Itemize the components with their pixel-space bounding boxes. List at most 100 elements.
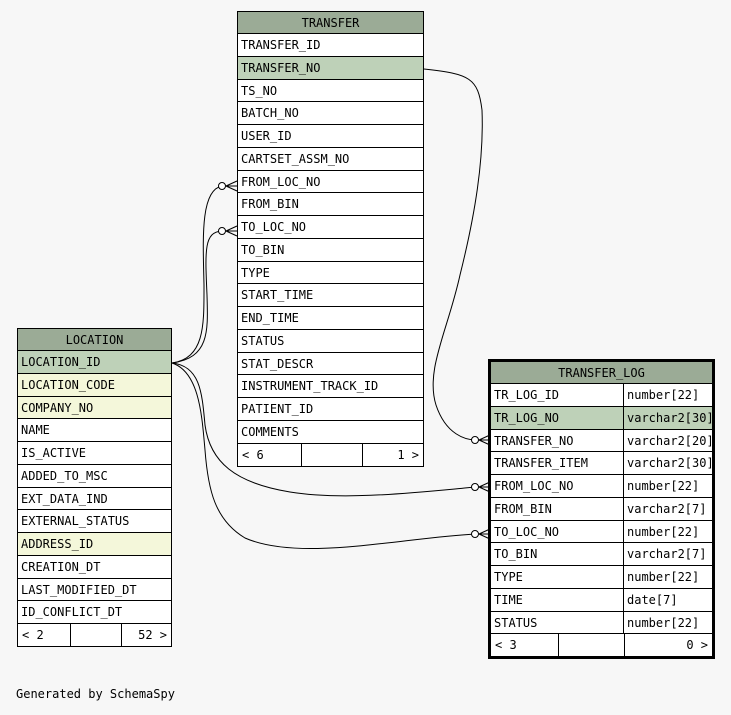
relationship-endpoint [471, 483, 479, 491]
column-name: TRANSFER_NO [241, 60, 321, 75]
column-row[interactable]: NAME [18, 419, 171, 442]
column-name: FROM_BIN [241, 197, 299, 212]
column-name: STATUS [494, 615, 538, 630]
column-name: TYPE [241, 265, 270, 280]
column-type: number[22] [623, 566, 712, 588]
column-row[interactable]: TO_LOC_NO number[22] [491, 520, 712, 544]
column-type: number[22] [623, 520, 712, 543]
relationship-line-from-loc-transfer [171, 185, 223, 364]
column-name: LOCATION_ID [21, 355, 101, 369]
column-row[interactable]: CREATION_DT [18, 556, 171, 579]
column-row[interactable]: ADDED_TO_MSC [18, 465, 171, 488]
column-name: NAME [21, 423, 50, 438]
column-row[interactable]: EXTERNAL_STATUS [18, 510, 171, 533]
column-row[interactable]: COMMENTS [238, 421, 423, 444]
column-name: PATIENT_ID [241, 402, 314, 416]
column-row[interactable]: EXT_DATA_IND [18, 488, 171, 511]
relationship-line-transfer-no [423, 68, 483, 441]
column-row[interactable]: TRANSFER_ITEM varchar2[30] [491, 452, 712, 475]
table-header[interactable]: TRANSFER_LOG [491, 362, 712, 384]
column-row[interactable]: FROM_BIN [238, 193, 423, 216]
column-name: TO_BIN [241, 242, 285, 257]
table-header[interactable]: LOCATION [18, 329, 171, 351]
column-row[interactable]: FROM_LOC_NO [238, 171, 423, 194]
column-name: STATUS [241, 333, 285, 348]
table-footer: < 3 0 > [491, 634, 712, 657]
column-row[interactable]: INSTRUMENT_TRACK_ID [238, 375, 423, 398]
column-row[interactable]: TS_NO [238, 80, 423, 103]
crowfoot-marker [225, 180, 238, 192]
column-name: EXT_DATA_IND [21, 491, 108, 506]
column-row[interactable]: TYPE [238, 262, 423, 285]
column-name: TO_LOC_NO [494, 524, 560, 539]
column-row[interactable]: STATUS [238, 330, 423, 353]
column-row[interactable]: ID_CONFLICT_DT [18, 601, 171, 624]
column-row[interactable]: TYPE number[22] [491, 566, 712, 589]
parent-count[interactable]: < 2 [22, 628, 44, 642]
parent-count[interactable]: < 3 [495, 638, 517, 653]
column-name: TR_LOG_ID [494, 388, 560, 402]
column-name: ID_CONFLICT_DT [21, 605, 123, 620]
column-row[interactable]: STAT_DESCR [238, 353, 423, 376]
column-row[interactable]: TRANSFER_NO varchar2[20] [491, 429, 712, 453]
column-name: ADDRESS_ID [21, 537, 94, 551]
table-footer: < 6 1 > [238, 443, 423, 466]
column-type: number[22] [623, 611, 712, 634]
relationship-line-from-loc-transfer-log [171, 362, 477, 497]
column-row[interactable]: END_TIME [238, 307, 423, 330]
column-row[interactable]: USER_ID [238, 125, 423, 148]
column-name: USER_ID [241, 129, 292, 143]
relationship-endpoint [218, 227, 226, 235]
column-row[interactable]: TIME date[7] [491, 588, 712, 612]
column-name: TYPE [494, 570, 523, 584]
column-row[interactable]: FROM_BIN varchar2[7] [491, 497, 712, 521]
column-name: TO_LOC_NO [241, 220, 307, 234]
column-type: varchar2[30] [623, 452, 712, 474]
column-type: date[7] [623, 588, 712, 611]
relationship-endpoint [218, 182, 226, 190]
column-name: TRANSFER_ITEM [494, 456, 588, 471]
column-row[interactable]: CARTSET_ASSM_NO [238, 148, 423, 171]
column-row[interactable]: LOCATION_ID [18, 351, 171, 374]
column-name: FROM_BIN [494, 501, 552, 516]
column-row[interactable]: ADDRESS_ID [18, 533, 171, 556]
column-type: varchar2[7] [623, 497, 712, 520]
column-name: INSTRUMENT_TRACK_ID [241, 379, 379, 394]
column-name: STAT_DESCR [241, 356, 314, 371]
column-row[interactable]: IS_ACTIVE [18, 442, 171, 465]
column-name: TRANSFER_NO [494, 433, 574, 448]
child-count[interactable]: 1 > [362, 443, 423, 466]
column-name: TIME [494, 592, 523, 607]
column-name: TR_LOG_NO [494, 410, 560, 425]
column-type: number[22] [623, 384, 712, 406]
column-row[interactable]: STATUS number[22] [491, 611, 712, 635]
column-row[interactable]: BATCH_NO [238, 102, 423, 125]
column-row[interactable]: PATIENT_ID [238, 398, 423, 421]
column-row[interactable]: COMPANY_NO [18, 396, 171, 420]
table-header[interactable]: TRANSFER [238, 12, 423, 34]
column-name: EXTERNAL_STATUS [21, 514, 130, 529]
crowfoot-marker [225, 225, 238, 237]
column-row[interactable]: TO_BIN [238, 239, 423, 262]
column-name: FROM_LOC_NO [241, 174, 321, 189]
parent-count[interactable]: < 6 [242, 447, 264, 462]
child-count[interactable]: 52 > [121, 624, 171, 646]
column-row[interactable]: TRANSFER_NO [238, 56, 423, 80]
column-row[interactable]: START_TIME [238, 284, 423, 307]
column-row[interactable]: LOCATION_CODE [18, 373, 171, 397]
relationship-endpoint [471, 436, 479, 444]
column-name: START_TIME [241, 288, 314, 303]
column-type: varchar2[20] [623, 429, 712, 452]
column-row[interactable]: TO_LOC_NO [238, 216, 423, 239]
child-count[interactable]: 0 > [624, 634, 712, 657]
column-name: IS_ACTIVE [21, 446, 87, 460]
column-row[interactable]: LAST_MODIFIED_DT [18, 579, 171, 602]
column-row[interactable]: TRANSFER_ID [238, 34, 423, 57]
column-row[interactable]: TR_LOG_ID number[22] [491, 384, 712, 407]
